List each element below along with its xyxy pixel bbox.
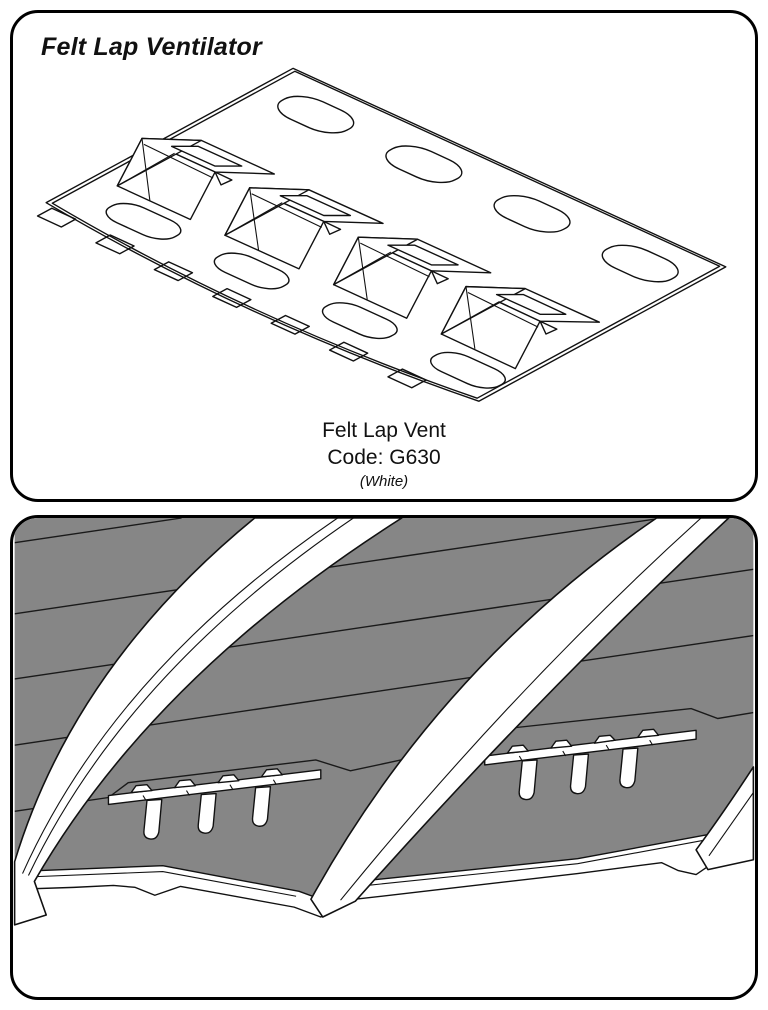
vent-hoods	[116, 137, 601, 370]
rafters	[13, 518, 755, 926]
installed-vents-illustration	[13, 518, 755, 926]
vent-slots-upper-row	[267, 91, 688, 287]
hood-slot	[170, 145, 243, 167]
vent-hood	[332, 236, 492, 319]
hood-slot	[279, 195, 352, 217]
installed-felt-lap-vent	[484, 728, 697, 801]
product-name: Felt Lap Vent	[322, 419, 446, 442]
vent-hood	[440, 285, 601, 370]
vent-hood	[116, 137, 276, 221]
rafter-left	[13, 518, 403, 926]
product-drawing-panel: Felt Lap Ventilator	[10, 10, 758, 502]
hood-slot	[495, 293, 567, 315]
vent-tabs	[518, 747, 639, 801]
product-colour: (White)	[359, 473, 409, 490]
vent-panel-outline	[45, 67, 727, 402]
felt-lap-vent-drawing	[13, 67, 727, 402]
installation-illustration-panel	[10, 515, 758, 1000]
page-title: Felt Lap Ventilator	[41, 33, 262, 61]
rafter-right	[695, 766, 755, 871]
installed-felt-lap-vent	[107, 768, 322, 840]
product-code: Code: G630	[327, 446, 441, 469]
vent-tabs	[143, 785, 272, 840]
rafter-middle	[310, 518, 730, 918]
vent-slots-lower-row	[97, 199, 514, 392]
hood-slot	[387, 244, 459, 266]
eaves-fascia	[13, 825, 755, 918]
vent-hood	[224, 187, 384, 270]
product-caption: Felt Lap Vent Code: G630 (White)	[13, 417, 755, 493]
